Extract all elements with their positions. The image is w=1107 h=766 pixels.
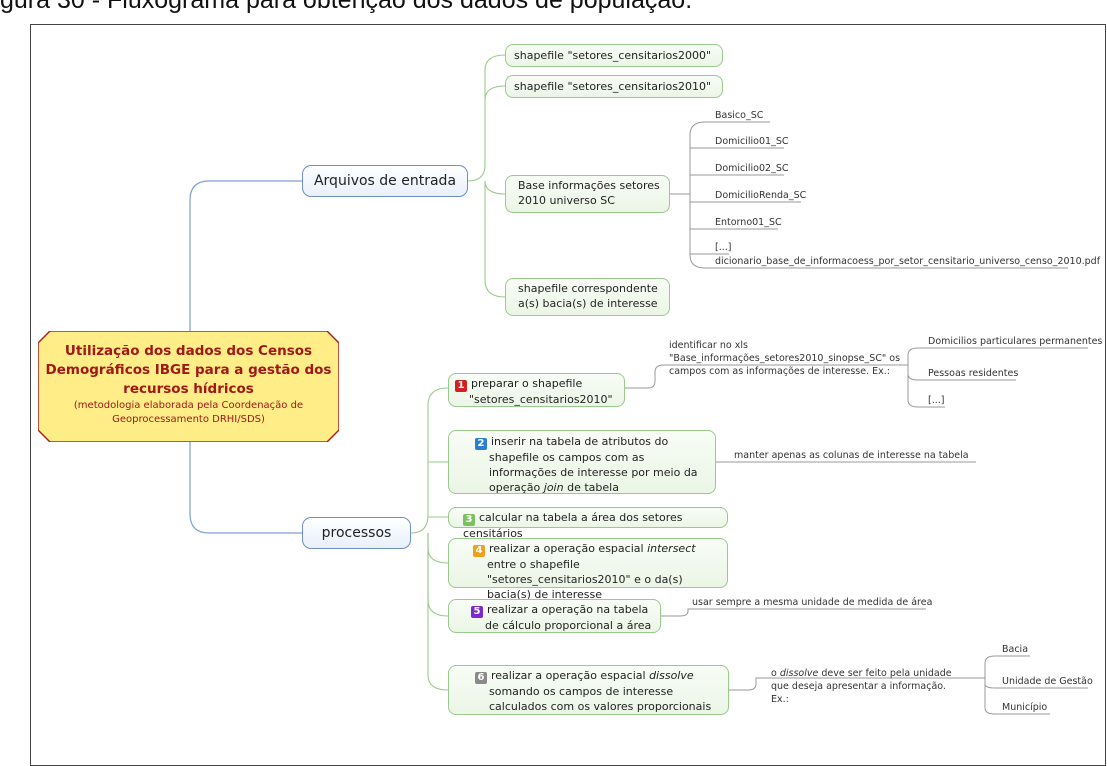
- step-6-example-unidade: Unidade de Gestão: [1002, 676, 1093, 687]
- input-shapefile-bacia[interactable]: shapefile correspondente a(s) bacia(s) d…: [505, 278, 670, 316]
- step-5-note: usar sempre a mesma unidade de medida de…: [692, 597, 933, 608]
- central-topic-shape: [38, 331, 339, 442]
- step-1-example-domicilios: Domicilios particulares permanentes: [928, 336, 1103, 347]
- base-file-entorno01: Entorno01_SC: [715, 217, 782, 228]
- connector-inputs-trunk: [467, 54, 506, 182]
- step-6-note-em: dissolve: [779, 668, 819, 679]
- step-2-text-pre: inserir na tabela de atributos do shapef…: [489, 435, 698, 494]
- base-file-domicilio02: Domicilio02_SC: [715, 163, 789, 174]
- step-6-example-municipio: Município: [1002, 702, 1048, 713]
- step-3-text: calcular na tabela a área dos setores ce…: [463, 511, 683, 540]
- step-6-note: o dissolve deve ser feito pela unidade q…: [771, 667, 961, 706]
- base-file-domicilio01: Domicilio01_SC: [715, 136, 789, 147]
- central-subtitle: (metodologia elaborada pela Coordenação …: [73, 400, 304, 425]
- step-6-text-em: dissolve: [649, 669, 694, 682]
- input-shapefile-2010[interactable]: shapefile "setores_censitarios2010": [505, 75, 723, 98]
- step-4-text-pre: realizar a operação espacial: [489, 542, 648, 555]
- input-base-informacoes[interactable]: Base informações setores 2010 universo S…: [505, 175, 670, 213]
- step-6-example-bacia: Bacia: [1002, 644, 1029, 655]
- step-2-text-em: join: [543, 481, 564, 494]
- step-6-text-pre: realizar a operação espacial: [491, 669, 650, 682]
- step-6-badge: 6: [475, 672, 487, 684]
- base-file-basico: Basico_SC: [715, 110, 764, 121]
- central-topic[interactable]: Utilização dos dados dos Censos Demográf…: [38, 331, 339, 442]
- connector-base-files: [670, 121, 706, 195]
- base-file-etc: [...]: [715, 242, 732, 253]
- step-1-example-pessoas: Pessoas residentes: [928, 368, 1019, 379]
- step-6-note-pre: o: [771, 668, 780, 679]
- step-1-text: preparar o shapefile "setores_censitario…: [469, 377, 613, 406]
- step-2-note: manter apenas as colunas de interesse na…: [734, 450, 969, 461]
- step-6-note-post: deve ser feito pela unidade que deseja a…: [771, 668, 952, 705]
- step-5-badge: 5: [471, 606, 483, 618]
- step-6[interactable]: 6 realizar a operação espacial dissolve s…: [448, 665, 729, 715]
- connector-step1-note: [625, 364, 665, 389]
- step-4-text-post: entre o shapefile "setores_censitarios20…: [487, 558, 683, 601]
- step-6-text-post: somando os campos de interesse calculado…: [489, 685, 712, 713]
- step-4-text-em: intersect: [647, 542, 696, 555]
- topic-processos[interactable]: processos: [302, 517, 411, 549]
- step-2-text-post: de tabela: [563, 481, 619, 494]
- topic-arquivos-de-entrada[interactable]: Arquivos de entrada: [302, 165, 468, 197]
- connector-step6-note: [729, 677, 960, 691]
- base-file-dicionario: dicionario_base_de_informacoess_por_seto…: [715, 256, 1101, 267]
- step-3-badge: 3: [463, 514, 475, 526]
- connector-processes-trunk: [410, 387, 449, 534]
- step-4-badge: 4: [473, 545, 485, 557]
- step-1-note: identificar no xls "Base_informações_set…: [669, 340, 901, 377]
- connector-step5-note: [661, 608, 926, 617]
- step-1-example-etc: [...]: [928, 395, 945, 406]
- connector-central-processes: [189, 442, 302, 534]
- step-2-badge: 2: [475, 438, 487, 450]
- input-shapefile-2000[interactable]: shapefile "setores_censitarios2000": [505, 44, 723, 67]
- central-title: Utilização dos dados dos Censos Demográf…: [45, 343, 332, 397]
- base-file-domicilio-renda: DomicilioRenda_SC: [715, 190, 807, 201]
- step-1-badge: 1: [455, 380, 467, 392]
- figure-caption: gura 30 - Fluxograma para obtenção dos d…: [0, 0, 693, 14]
- step-5-text: realizar a operação na tabela de cálculo…: [485, 603, 652, 632]
- connector-central-inputs: [189, 180, 302, 331]
